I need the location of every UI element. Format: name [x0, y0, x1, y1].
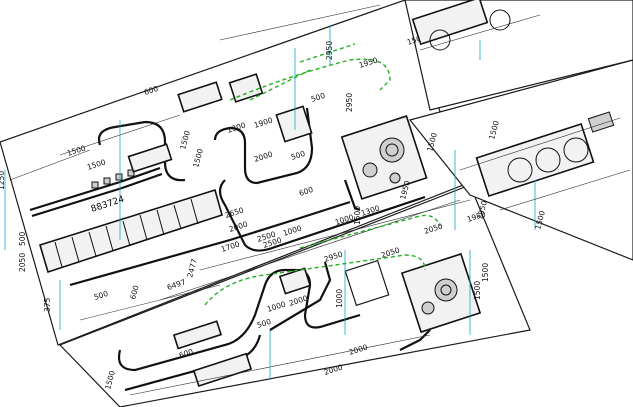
dim-label: 500 — [18, 231, 27, 246]
right-detail — [454, 111, 631, 230]
inspection-module — [275, 105, 313, 143]
dim-label: 600 — [143, 84, 160, 97]
dim-label: 500 — [256, 317, 273, 330]
right-machine — [475, 122, 595, 198]
top-right-detail — [411, 0, 541, 60]
main-machine-bottom — [400, 252, 482, 334]
dim-label: 1500 — [473, 281, 482, 300]
dim-label: 375 — [43, 297, 52, 312]
bottom-plan-sheet — [58, 184, 531, 407]
dim-label: 1000 — [335, 289, 344, 308]
dim-label: 500 — [290, 149, 307, 162]
bottom-plan — [117, 199, 482, 396]
dim-label: 1250 — [0, 171, 6, 190]
bottom-filler-module — [172, 320, 223, 350]
dim-label: 1500 — [353, 206, 362, 225]
s-curve-conveyor — [97, 120, 186, 182]
bottom-conveyor — [117, 268, 361, 372]
dim-label: 600 — [128, 284, 140, 300]
dim-label: 2050 — [18, 253, 27, 272]
top-route-line — [229, 43, 391, 101]
open-area — [344, 259, 390, 307]
main-machine-top — [340, 115, 428, 200]
dim-label: 2950 — [325, 41, 334, 60]
bottom-inspection-module — [278, 267, 312, 295]
dim-label: 600 — [178, 347, 195, 360]
dim-label: 600 — [298, 185, 315, 198]
dim-label: 1500 — [481, 263, 490, 282]
dim-label: 500 — [310, 91, 327, 104]
capper-module — [228, 73, 264, 103]
bottom-packer-module — [192, 352, 253, 387]
top-plan — [4, 4, 461, 330]
dim-label: 2950 — [345, 93, 354, 112]
accumulation-conveyor — [39, 188, 223, 274]
bottom-route-line — [204, 214, 441, 306]
dim-label: 500 — [93, 289, 110, 302]
filler-module — [127, 143, 173, 173]
bottom-plan-labels: 2000 2950 2500 1000 2000 1500 1000 500 1… — [103, 206, 490, 391]
labeler-module — [177, 81, 223, 113]
